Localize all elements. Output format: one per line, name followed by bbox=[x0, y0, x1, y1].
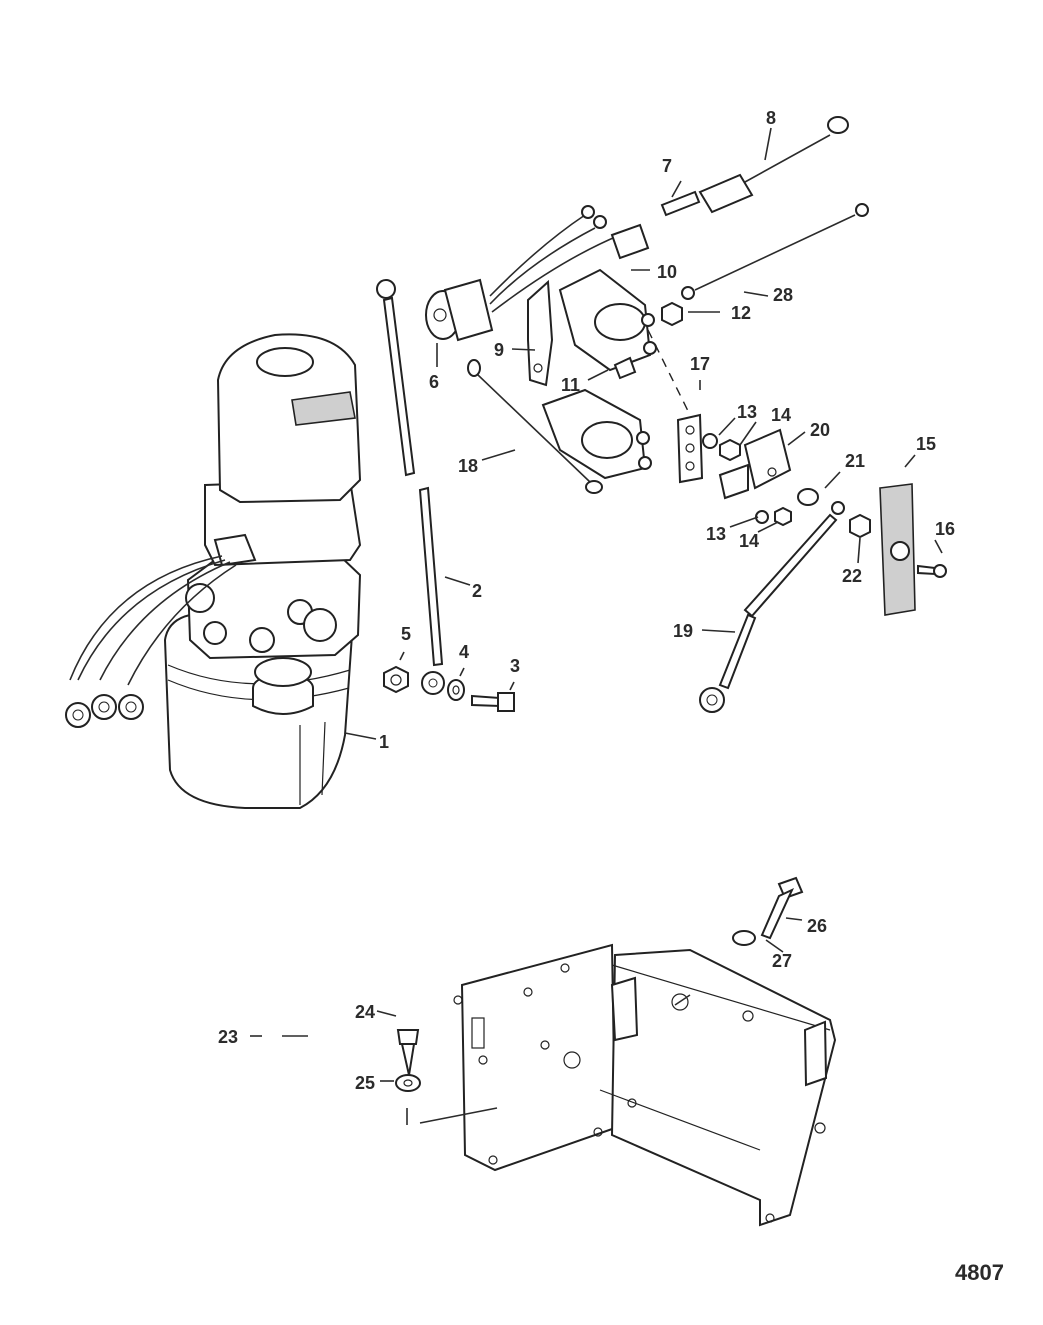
callout-10: 10 bbox=[657, 262, 677, 282]
callout-13-upper: 13 bbox=[737, 402, 757, 422]
callout-12: 12 bbox=[731, 303, 751, 323]
callout-17: 17 bbox=[690, 354, 710, 374]
jumper-cable-18 bbox=[467, 359, 603, 494]
nut-12 bbox=[661, 301, 683, 327]
callout-8: 8 bbox=[766, 108, 776, 128]
solenoid-upper bbox=[558, 268, 657, 372]
callout-28: 28 bbox=[773, 285, 793, 305]
pump-motor-assembly bbox=[65, 333, 362, 809]
ground-cable bbox=[376, 279, 445, 695]
harness-connector bbox=[425, 205, 650, 342]
terminal-cover bbox=[879, 483, 916, 616]
callout-9: 9 bbox=[494, 340, 504, 360]
nut-22 bbox=[849, 513, 871, 539]
callout-21: 21 bbox=[845, 451, 865, 471]
callout-14-upper: 14 bbox=[771, 405, 791, 425]
fuse bbox=[660, 190, 701, 217]
circuit-breaker bbox=[718, 428, 792, 500]
callout-11: 11 bbox=[561, 375, 580, 395]
callout-25: 25 bbox=[355, 1073, 375, 1093]
callout-14-lower: 14 bbox=[739, 531, 759, 551]
bolt-26 bbox=[760, 876, 804, 940]
washer-25 bbox=[395, 1074, 421, 1092]
nut-14-upper bbox=[719, 438, 741, 462]
callout-6: 6 bbox=[429, 372, 439, 392]
callout-7: 7 bbox=[662, 156, 672, 176]
callout-13-lower: 13 bbox=[706, 524, 726, 544]
callout-4: 4 bbox=[459, 642, 469, 662]
jumper-cable-28 bbox=[681, 203, 869, 300]
callout-16: 16 bbox=[935, 519, 955, 539]
washer-27 bbox=[732, 930, 756, 946]
pump-mounting-bracket bbox=[453, 943, 837, 1227]
callout-27: 27 bbox=[772, 951, 792, 971]
leader-lines bbox=[250, 127, 943, 1125]
screw-16 bbox=[917, 564, 947, 578]
callout-19: 19 bbox=[673, 621, 693, 641]
callout-15: 15 bbox=[916, 434, 936, 454]
lag-screw bbox=[396, 1029, 420, 1076]
callout-3: 3 bbox=[510, 656, 520, 676]
washer bbox=[447, 679, 465, 701]
callout-1: 1 bbox=[379, 732, 389, 752]
callout-22: 22 bbox=[842, 566, 862, 586]
nut bbox=[383, 665, 409, 694]
callout-2: 2 bbox=[472, 581, 482, 601]
callout-18: 18 bbox=[458, 456, 478, 476]
washer-21 bbox=[797, 488, 819, 506]
screw-11 bbox=[613, 356, 637, 380]
callout-23: 23 bbox=[218, 1027, 238, 1047]
callout-5: 5 bbox=[401, 624, 411, 644]
nut-14-lower bbox=[774, 506, 792, 527]
terminal-plate bbox=[647, 329, 704, 484]
figure-number: 4807 bbox=[955, 1260, 1004, 1285]
mounting-bracket-small bbox=[527, 279, 554, 387]
jumper-cable-19 bbox=[699, 501, 845, 713]
callout-26: 26 bbox=[807, 916, 827, 936]
callout-24: 24 bbox=[355, 1002, 375, 1022]
screw bbox=[471, 692, 515, 712]
fuse-holder-cable bbox=[698, 116, 849, 214]
callout-20: 20 bbox=[810, 420, 830, 440]
nut-13-upper bbox=[702, 433, 718, 449]
callout-labels: 1 2 3 4 5 6 7 8 9 10 11 12 13 13 14 14 1… bbox=[218, 108, 955, 1093]
solenoid-lower bbox=[541, 388, 652, 480]
